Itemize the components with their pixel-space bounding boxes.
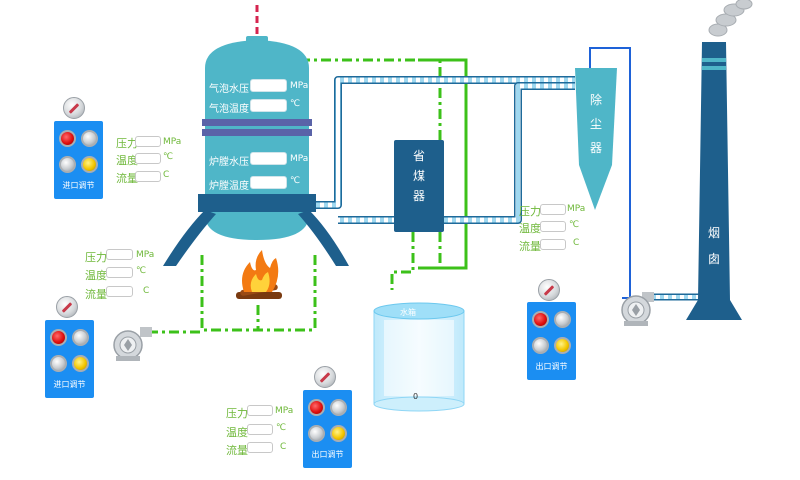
flow-unit: C xyxy=(143,286,150,296)
pressure-unit: MPa xyxy=(163,137,182,147)
temp-unit: ℃ xyxy=(163,152,174,162)
chimney-label: 烟囱 xyxy=(707,226,720,266)
yellow-button[interactable] xyxy=(81,156,98,173)
smoke-icon xyxy=(708,0,753,37)
grey-button[interactable] xyxy=(554,311,571,328)
flow-field[interactable] xyxy=(106,286,133,297)
grey-button[interactable] xyxy=(330,399,347,416)
steam-temp-unit: ℃ xyxy=(290,99,301,109)
pressure-field[interactable] xyxy=(247,405,273,416)
panel-title: 出口调节 xyxy=(535,362,568,371)
pressure-unit: MPa xyxy=(567,204,586,214)
fan-icon xyxy=(113,327,152,361)
temp-unit: ℃ xyxy=(136,266,147,276)
furnace-temp-field[interactable] xyxy=(250,176,287,189)
flow-field[interactable] xyxy=(135,171,161,182)
temp-field[interactable] xyxy=(106,267,133,278)
yellow-button[interactable] xyxy=(330,425,347,442)
pressure-unit: MPa xyxy=(275,406,294,416)
steam-temp-label: 气泡温度 xyxy=(209,104,249,115)
temp-label: 温度 xyxy=(116,154,138,167)
furnace-temp-unit: ℃ xyxy=(290,176,301,186)
temp-field[interactable] xyxy=(135,153,161,164)
steam-temp-field[interactable] xyxy=(250,99,287,112)
temp-unit: ℃ xyxy=(276,423,287,433)
boiler xyxy=(163,5,349,266)
steam-pressure-label: 气泡水压 xyxy=(209,84,249,95)
pressure-label: 压力 xyxy=(519,205,541,218)
red-button[interactable] xyxy=(308,399,325,416)
pressure-field[interactable] xyxy=(135,136,161,147)
red-button[interactable] xyxy=(532,311,549,328)
flow-unit: C xyxy=(280,442,287,452)
pipe-top-to-economizer xyxy=(300,58,442,140)
pressure-unit: MPa xyxy=(136,250,155,260)
temp-field[interactable] xyxy=(540,221,566,232)
furnace-pressure-unit: MPa xyxy=(290,154,309,164)
chimney xyxy=(686,42,742,320)
grey-button[interactable] xyxy=(81,130,98,147)
temp-field[interactable] xyxy=(247,424,273,435)
panel-title: 进口调节 xyxy=(62,181,95,190)
grey-button[interactable] xyxy=(532,337,549,354)
valve-knob-icon[interactable] xyxy=(63,97,85,119)
flow-field[interactable] xyxy=(247,442,273,453)
flow-unit: C xyxy=(573,238,580,248)
water-tank-label: 水箱 xyxy=(400,308,416,317)
red-button[interactable] xyxy=(50,329,67,346)
temp-label: 温度 xyxy=(85,269,107,282)
temp-label: 温度 xyxy=(226,426,248,439)
pipe-dust-to-fan xyxy=(589,47,631,299)
grey-button[interactable] xyxy=(50,355,67,372)
grey-button[interactable] xyxy=(308,425,325,442)
pressure-label: 压力 xyxy=(116,137,138,150)
grey-button[interactable] xyxy=(59,156,76,173)
pressure-label: 压力 xyxy=(226,407,248,420)
flow-label: 流量 xyxy=(226,444,248,457)
dust-collector xyxy=(575,68,617,210)
steam-pressure-unit: MPa xyxy=(290,81,309,91)
red-button[interactable] xyxy=(59,130,76,147)
yellow-button[interactable] xyxy=(554,337,571,354)
grey-button[interactable] xyxy=(72,329,89,346)
control-panel-1: 进口调节 xyxy=(54,121,103,199)
control-panel-4: 出口调节 xyxy=(303,390,352,468)
furnace-pressure-label: 炉膛水压 xyxy=(209,157,249,168)
fire-icon xyxy=(236,250,282,299)
valve-knob-icon[interactable] xyxy=(538,279,560,301)
flow-label: 流量 xyxy=(116,172,138,185)
economizer xyxy=(394,140,444,232)
dust-collector-label: 除尘器 xyxy=(589,93,602,155)
temp-label: 温度 xyxy=(519,222,541,235)
valve-knob-icon[interactable] xyxy=(56,296,78,318)
flow-unit: C xyxy=(163,170,170,180)
pipe-furnace-left xyxy=(200,255,315,332)
panel-title: 进口调节 xyxy=(53,380,86,389)
control-panel-3: 出口调节 xyxy=(527,302,576,380)
control-panel-2: 进口调节 xyxy=(45,320,94,398)
flow-label: 流量 xyxy=(85,288,107,301)
pipe-to-tank xyxy=(390,232,415,290)
flow-label: 流量 xyxy=(519,240,541,253)
water-tank xyxy=(373,302,465,412)
steam-pressure-field[interactable] xyxy=(250,79,287,92)
temp-unit: ℃ xyxy=(569,220,580,230)
yellow-button[interactable] xyxy=(72,355,89,372)
pressure-field[interactable] xyxy=(106,249,133,260)
fan-icon-right xyxy=(621,292,654,326)
water-tank-value: 0 xyxy=(413,392,419,401)
furnace-temp-label: 炉膛温度 xyxy=(209,181,249,192)
economizer-label: 省煤器 xyxy=(412,149,425,203)
pressure-label: 压力 xyxy=(85,251,107,264)
furnace-pressure-field[interactable] xyxy=(250,152,287,165)
green-pipes-solid xyxy=(418,58,468,270)
flow-field[interactable] xyxy=(540,239,566,250)
valve-knob-icon[interactable] xyxy=(314,366,336,388)
panel-title: 出口调节 xyxy=(311,450,344,459)
pressure-field[interactable] xyxy=(540,204,566,215)
pipe-return-loop xyxy=(418,58,468,270)
